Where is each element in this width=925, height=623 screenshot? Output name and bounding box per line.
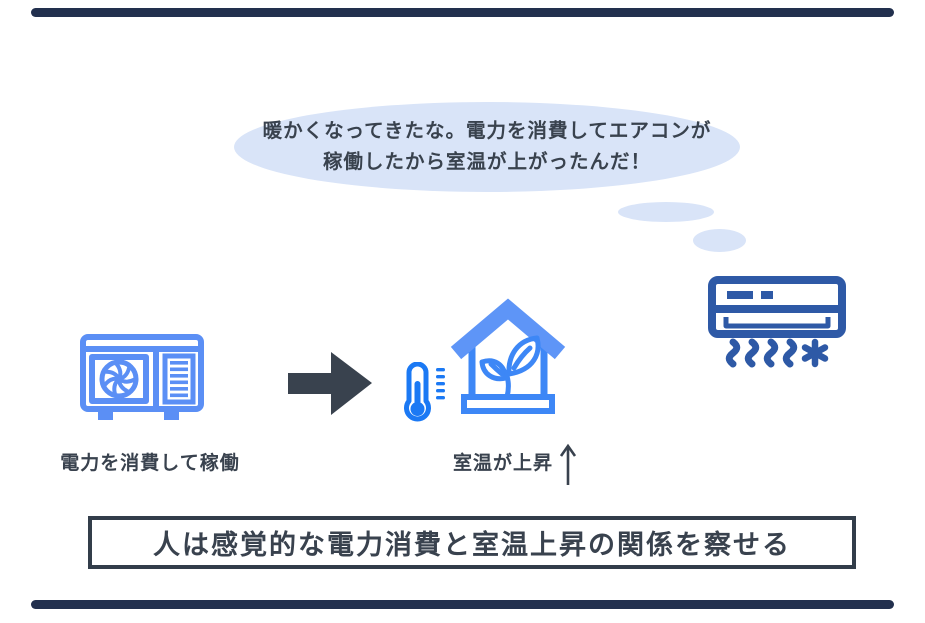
thought-bubble: 暖かくなってきたな。電力を消費してエアコンが 稼働したから室温が上がったんだ！ xyxy=(234,102,740,192)
thought-bubble-text-line1: 暖かくなってきたな。電力を消費してエアコンが xyxy=(262,120,712,142)
conclusion-box: 人は感覚的な電力消費と室温上昇の関係を察せる xyxy=(88,516,856,569)
room-temp-caption: 室温が上昇 xyxy=(453,453,554,474)
bottom-frame-bar xyxy=(31,600,894,609)
thought-bubble-dot-small xyxy=(693,229,746,252)
top-frame-bar xyxy=(31,8,894,17)
room-temp-caption-row: 室温が上昇 xyxy=(453,443,577,487)
thought-bubble-dot-large xyxy=(618,202,714,222)
heat-waves-icon xyxy=(725,338,798,368)
outdoor-ac-unit-icon xyxy=(80,334,204,420)
snowflake-asterisk-icon xyxy=(801,338,829,368)
thought-bubble-text-line2: 稼働したから室温が上がったんだ！ xyxy=(322,151,651,173)
outdoor-unit-caption: 電力を消費して稼働 xyxy=(60,453,240,474)
right-arrow-icon xyxy=(288,352,372,415)
conclusion-text: 人は感覚的な電力消費と室温上昇の関係を察せる xyxy=(153,530,791,560)
plant-sprout-icon xyxy=(479,335,541,400)
thermometer-icon xyxy=(404,362,445,422)
up-arrow-icon xyxy=(559,443,577,485)
house-with-plant-icon xyxy=(450,298,566,414)
indoor-ac-unit-icon xyxy=(708,276,846,368)
